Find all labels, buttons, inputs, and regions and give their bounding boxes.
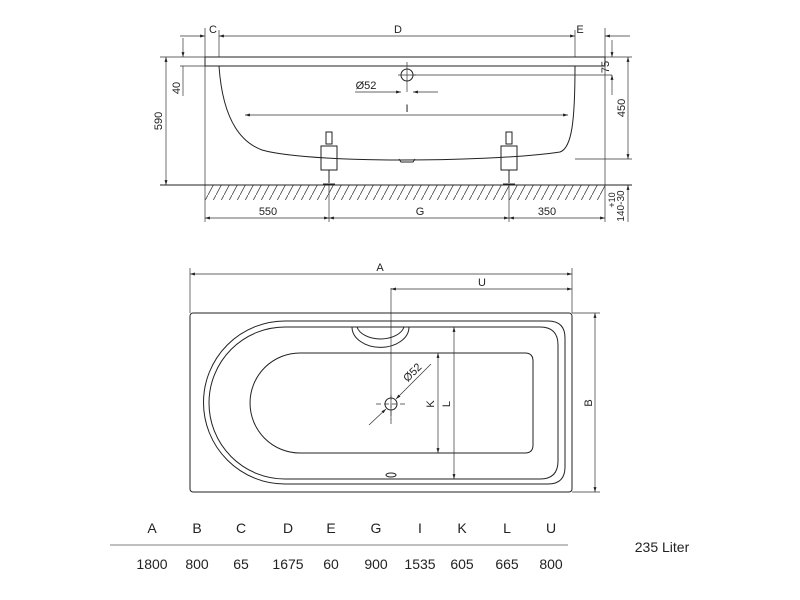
table-header-g: G <box>371 520 382 536</box>
drain-hole <box>385 472 397 478</box>
overflow-diameter: Ø52 <box>356 80 377 92</box>
dim-adjust-plus: +10 <box>607 192 617 207</box>
tub-basin-edge <box>208 326 559 480</box>
dim-590: 590 <box>153 112 165 130</box>
table-header-i: I <box>418 520 422 536</box>
dim-label-k: K <box>425 400 437 408</box>
drain <box>398 158 416 163</box>
table-header-k: K <box>457 520 467 536</box>
dim-75: 75 <box>600 61 612 73</box>
dim-40: 40 <box>171 82 183 94</box>
table-header-e: E <box>326 520 335 536</box>
tub-floor <box>249 352 534 454</box>
foot-right <box>500 131 518 185</box>
dim-label-l: L <box>441 401 453 407</box>
table-header-l: L <box>503 520 511 536</box>
tub-body <box>218 65 576 161</box>
table-value-b: 800 <box>185 556 209 572</box>
tub-outline <box>189 312 573 493</box>
dim-label-g: G <box>416 206 425 218</box>
table-header-u: U <box>546 520 556 536</box>
table-value-u: 800 <box>539 556 563 572</box>
side-view: C D E Ø52 I <box>153 24 632 222</box>
plan-view: A U Ø52 K L B <box>189 262 600 493</box>
dim-label-c: C <box>209 24 217 36</box>
overflow-recess <box>351 326 410 348</box>
table-value-l: 665 <box>495 556 519 572</box>
dimension-table: A 1800 B 800 C 65 D 1675 E 60 G 900 I 1535 K 605 L 665 U 80… <box>110 520 690 572</box>
floor-hatch <box>205 185 605 200</box>
dim-450: 450 <box>616 99 628 117</box>
dim-label-u: U <box>478 277 486 289</box>
table-value-c: 65 <box>233 556 249 572</box>
table-value-g: 900 <box>364 556 388 572</box>
dim-label-i: I <box>405 103 408 115</box>
dim-350: 350 <box>538 206 556 218</box>
dim-550: 550 <box>259 206 277 218</box>
dim-label-b: B <box>583 399 595 406</box>
table-value-d: 1675 <box>272 556 303 572</box>
drain-diameter: Ø52 <box>401 361 424 384</box>
table-value-i: 1535 <box>404 556 435 572</box>
dim-label-a: A <box>376 262 384 274</box>
volume-label: 235 Liter <box>635 539 690 555</box>
table-header-d: D <box>283 520 293 536</box>
table-header-b: B <box>192 520 201 536</box>
dim-140: 140-30 <box>616 190 627 222</box>
table-value-k: 605 <box>450 556 474 572</box>
table-value-e: 60 <box>323 556 339 572</box>
tub-rim-inner <box>203 320 566 485</box>
dim-label-d: D <box>394 24 402 36</box>
foot-left <box>320 131 338 185</box>
dim-label-e: E <box>576 24 583 36</box>
table-header-a: A <box>147 520 157 536</box>
tub-rim <box>204 56 606 67</box>
table-value-a: 1800 <box>136 556 167 572</box>
table-header-c: C <box>236 520 246 536</box>
